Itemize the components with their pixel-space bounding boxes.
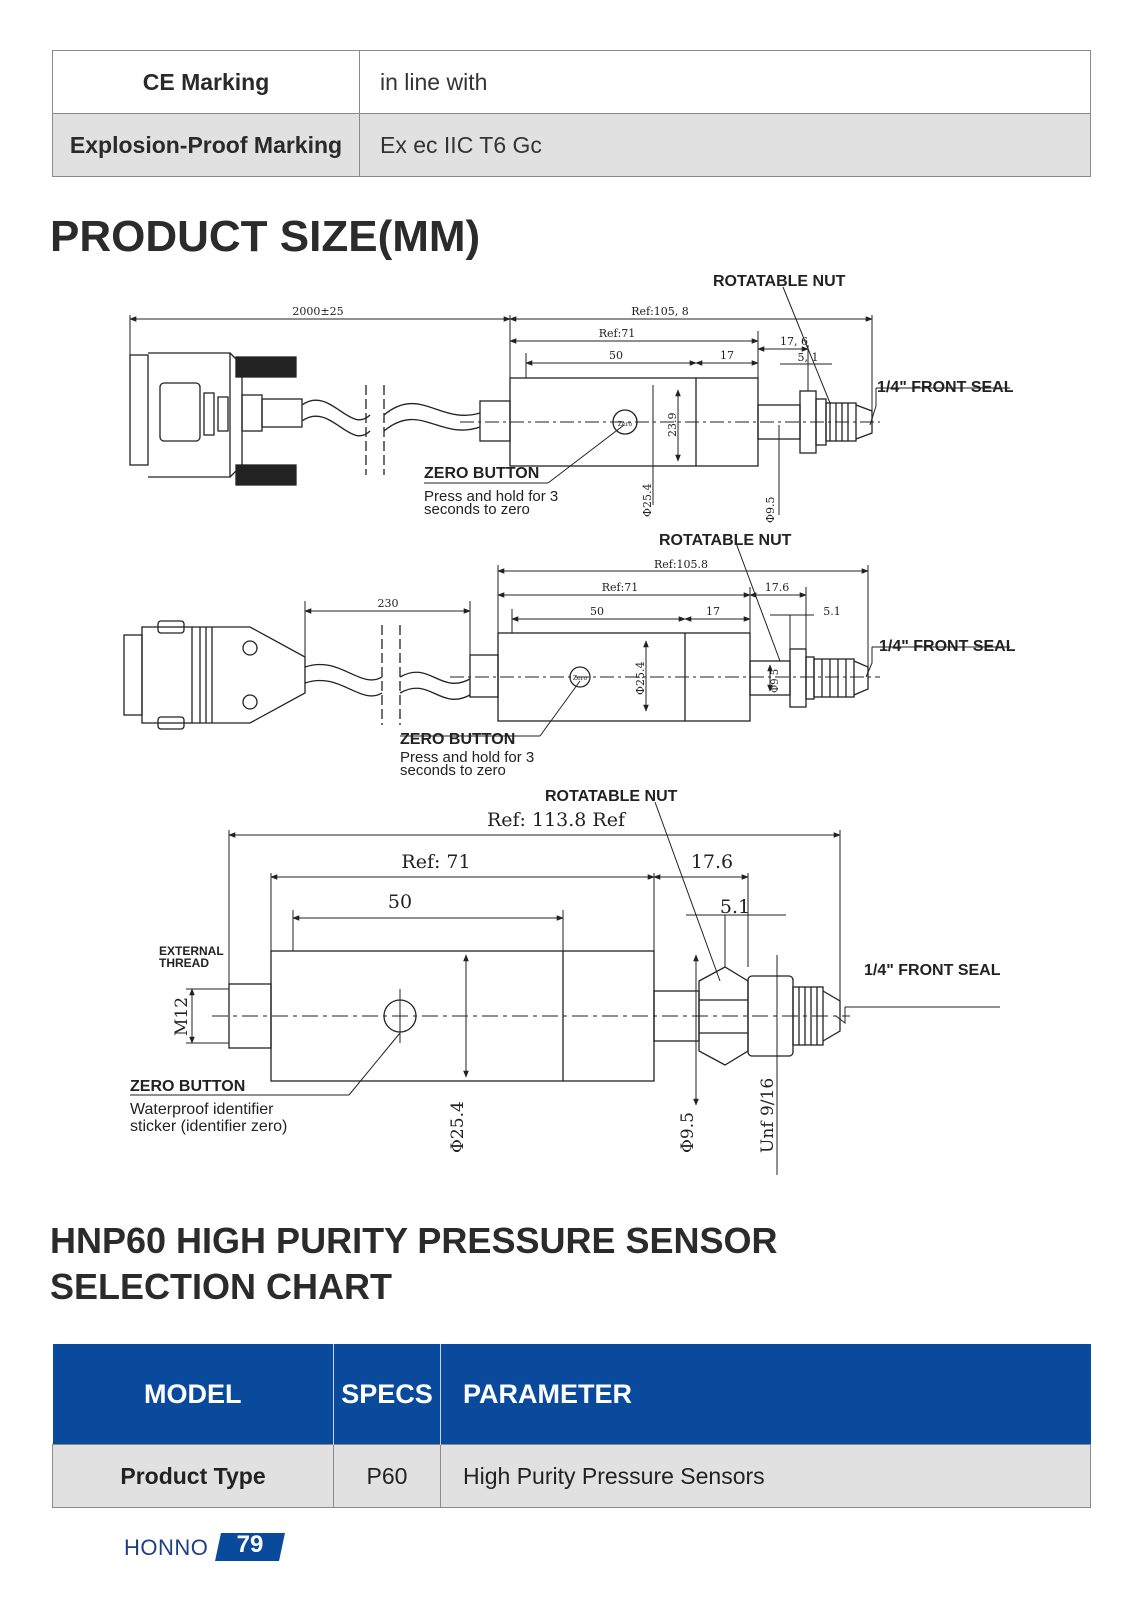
header-specs: SPECS [333, 1344, 441, 1445]
header-model: MODEL [52, 1344, 334, 1445]
d2-cable-length: 230 [378, 597, 399, 610]
spec-row-explosion-proof: Explosion-Proof Marking Ex ec IIC T6 Gc [52, 113, 1091, 177]
d1-body-50: 50 [609, 349, 623, 362]
d2-dia-9-5: Φ9.5 [770, 669, 781, 693]
spec-value: Ex ec IIC T6 Gc [359, 113, 1091, 177]
spec-label: Explosion-Proof Marking [52, 113, 360, 177]
row-model: Product Type [52, 1444, 334, 1508]
d3-fit-17-6: 17.6 [691, 851, 733, 873]
row-spec: P60 [333, 1444, 441, 1508]
d2-ref-body: Ref:71 [602, 581, 639, 594]
spec-row-ce: CE Marking in line with [52, 50, 1091, 114]
selection-chart-title-line-2: SELECTION CHART [50, 1266, 392, 1307]
spec-label: CE Marking [52, 50, 360, 114]
product-size-title: PRODUCT SIZE(MM) [50, 212, 481, 261]
d2-front-seal-label: 1/4" FRONT SEAL [879, 638, 1016, 655]
d3-external-thread-2: THREAD [159, 956, 209, 970]
drawing-1 [129, 286, 1010, 515]
drawing-1-labels: 2000±25 Ref:105, 8 Ref:71 50 17 17, 6 5,… [292, 273, 1013, 523]
selection-table-header: MODEL SPECS PARAMETER [52, 1344, 1091, 1445]
d1-zero-note-2: seconds to zero [424, 501, 530, 518]
d3-body-50: 50 [388, 891, 412, 913]
d1-ref-body: Ref:71 [599, 327, 636, 340]
d1-fit-17-6: 17, 6 [780, 335, 808, 348]
d3-ref-body: Ref: 71 [401, 851, 470, 873]
d3-dia-9-5: Φ9.5 [678, 1112, 698, 1153]
d3-front-seal-label: 1/4" FRONT SEAL [864, 962, 1001, 979]
d2-zero-note-1: Press and hold for 3 [400, 749, 534, 766]
d3-dia-25-4: Φ25.4 [448, 1101, 468, 1153]
d1-rotatable-nut-label: ROTATABLE NUT [713, 273, 846, 290]
spec-value: in line with [359, 50, 1091, 114]
d3-unf: Unf 9/16 [758, 1078, 778, 1153]
d3-fit-5-1: 5.1 [720, 896, 750, 918]
d1-front-seal-label: 1/4" FRONT SEAL [877, 379, 1014, 396]
drawing-2-labels: 230 Ref:105.8 Ref:71 50 17 17.6 5.1 Φ25.… [378, 532, 1016, 779]
d2-zero-note-2: seconds to zero [400, 762, 506, 779]
drawing-2 [123, 542, 1010, 737]
page-number: 79 [236, 1531, 264, 1558]
d2-body-17: 17 [706, 605, 720, 618]
d2-rotatable-nut-label: ROTATABLE NUT [659, 532, 792, 549]
dimension-drawings: 2000±25 Ref:105, 8 Ref:71 50 17 17, 6 5,… [123, 273, 1016, 1175]
d2-ref-total: Ref:105.8 [654, 558, 708, 571]
d2-zero-button-label: ZERO BUTTON [400, 731, 515, 748]
d1-ref-total: Ref:105, 8 [631, 305, 689, 318]
d1-dia-9-5: Φ9.5 [764, 496, 777, 523]
d3-ref-total: Ref: 113.8 Ref [487, 809, 627, 831]
d1-zero-button-text: Zero [618, 421, 633, 428]
row-parameter: High Purity Pressure Sensors [440, 1444, 1091, 1508]
header-parameter: PARAMETER [440, 1344, 1091, 1445]
d1-dia-23-9: 23.9 [666, 413, 679, 438]
d3-external-thread-1: EXTERNAL [159, 944, 224, 958]
d2-body-50: 50 [590, 605, 604, 618]
d1-fit-5-1: 5, 1 [798, 351, 819, 364]
d3-zero-note-1: Waterproof identifier [130, 1101, 274, 1118]
d3-m12: M12 [172, 997, 192, 1036]
d1-zero-button-label: ZERO BUTTON [424, 465, 539, 482]
d3-zero-button-label: ZERO BUTTON [130, 1078, 245, 1095]
d1-dia-25-4: Φ25.4 [641, 483, 654, 517]
d2-fit-5-1: 5.1 [823, 605, 841, 618]
d2-zero-button-text: Zero [573, 675, 588, 682]
d1-zero-note-1: Press and hold for 3 [424, 488, 558, 505]
table-row: Product Type P60 High Purity Pressure Se… [52, 1444, 1091, 1508]
d2-fit-17-6: 17.6 [765, 581, 790, 594]
spec-table: CE Marking in line with Explosion-Proof … [52, 50, 1091, 177]
d2-dia-25-4: Φ25.4 [634, 661, 647, 695]
d1-body-17: 17 [720, 349, 734, 362]
d1-cable-length: 2000±25 [292, 305, 343, 318]
selection-chart-title: HNP60 HIGH PURITY PRESSURE SENSOR SELECT… [50, 1218, 778, 1310]
d3-rotatable-nut-label: ROTATABLE NUT [545, 788, 678, 805]
drawing-3-labels: Ref: 113.8 Ref Ref: 71 50 17.6 5.1 EXTER… [130, 788, 1001, 1153]
selection-table: MODEL SPECS PARAMETER Product Type P60 H… [52, 1344, 1091, 1508]
d3-zero-note-2: sticker (identifier zero) [130, 1118, 287, 1135]
footer-brand: HONNO [124, 1535, 209, 1560]
selection-chart-title-line-1: HNP60 HIGH PURITY PRESSURE SENSOR [50, 1220, 778, 1261]
drawing-3 [130, 801, 1000, 1175]
